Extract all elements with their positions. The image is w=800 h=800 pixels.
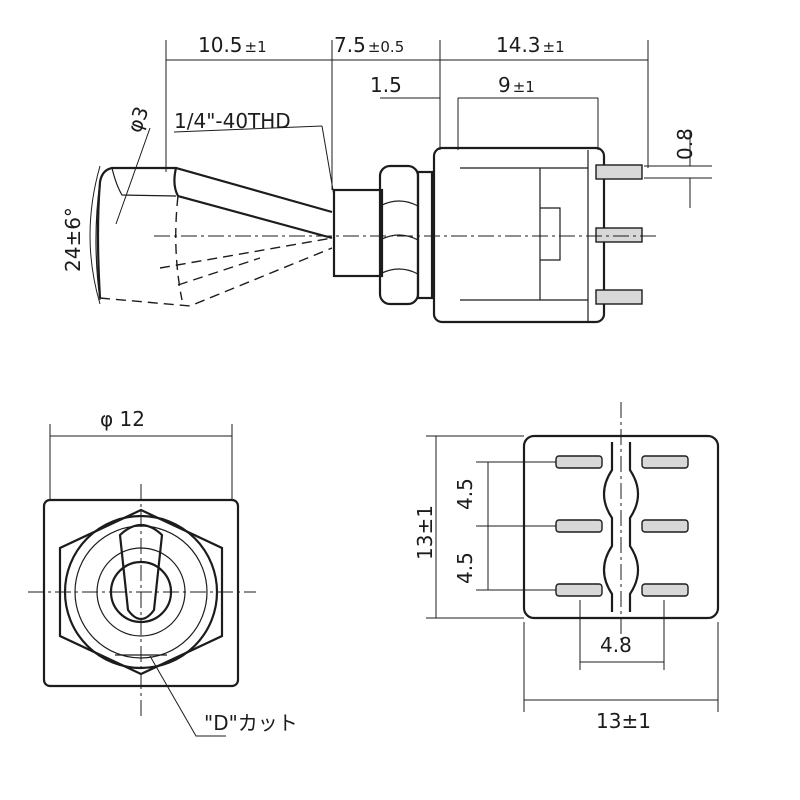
rear-terminal-right-middle bbox=[641, 519, 689, 533]
lock-washer bbox=[416, 170, 434, 300]
throw-angle-label: 24±6° bbox=[61, 207, 85, 272]
terminal-pin-bottom bbox=[595, 289, 643, 305]
rear-terminal-right-bottom bbox=[641, 583, 689, 597]
dim-body-length: 14.3±1 bbox=[496, 33, 565, 57]
threaded-bushing bbox=[332, 188, 384, 278]
dim-terminal-thickness: 0.8 bbox=[673, 128, 697, 160]
dim-terminal: 9±1 bbox=[498, 73, 535, 97]
front-lever bbox=[118, 523, 164, 621]
dim-pitch-upper: 4.5 bbox=[453, 478, 477, 510]
dim-lever-length: 10.5±1 bbox=[198, 33, 267, 57]
dim-bushing-length: 7.5±0.5 bbox=[334, 33, 404, 57]
front-view: φ 12 "D"カット bbox=[28, 407, 298, 737]
rear-terminal-left-bottom bbox=[555, 583, 603, 597]
switch-body bbox=[432, 146, 606, 324]
terminal-pin-top bbox=[595, 164, 643, 180]
rear-center-rib bbox=[602, 442, 640, 612]
toggle-lever bbox=[96, 166, 333, 299]
d-cut-label: "D"カット bbox=[204, 711, 298, 735]
side-view: 10.5±1 7.5±0.5 14.3±1 1.5 9±1 0.8 φ3 1/4… bbox=[61, 33, 712, 324]
dim-flange: 1.5 bbox=[370, 73, 402, 97]
dim-pitch-lower: 4.5 bbox=[453, 552, 477, 584]
dim-row-spacing: 4.8 bbox=[600, 633, 632, 657]
dim-rear-height: 13±1 bbox=[413, 505, 437, 560]
rear-terminal-right-top bbox=[641, 455, 689, 469]
rear-view: 13±1 4.5 4.5 4.8 13±1 bbox=[413, 402, 720, 733]
dim-rear-width: 13±1 bbox=[596, 709, 651, 733]
terminal-pin-middle bbox=[595, 227, 643, 243]
thread-spec-label: 1/4"-40THD bbox=[174, 109, 291, 133]
rear-terminal-left-top bbox=[555, 455, 603, 469]
rear-terminal-left-middle bbox=[555, 519, 603, 533]
toggle-lever-alt-position bbox=[99, 237, 333, 307]
dim-front-diameter: φ 12 bbox=[100, 407, 145, 431]
